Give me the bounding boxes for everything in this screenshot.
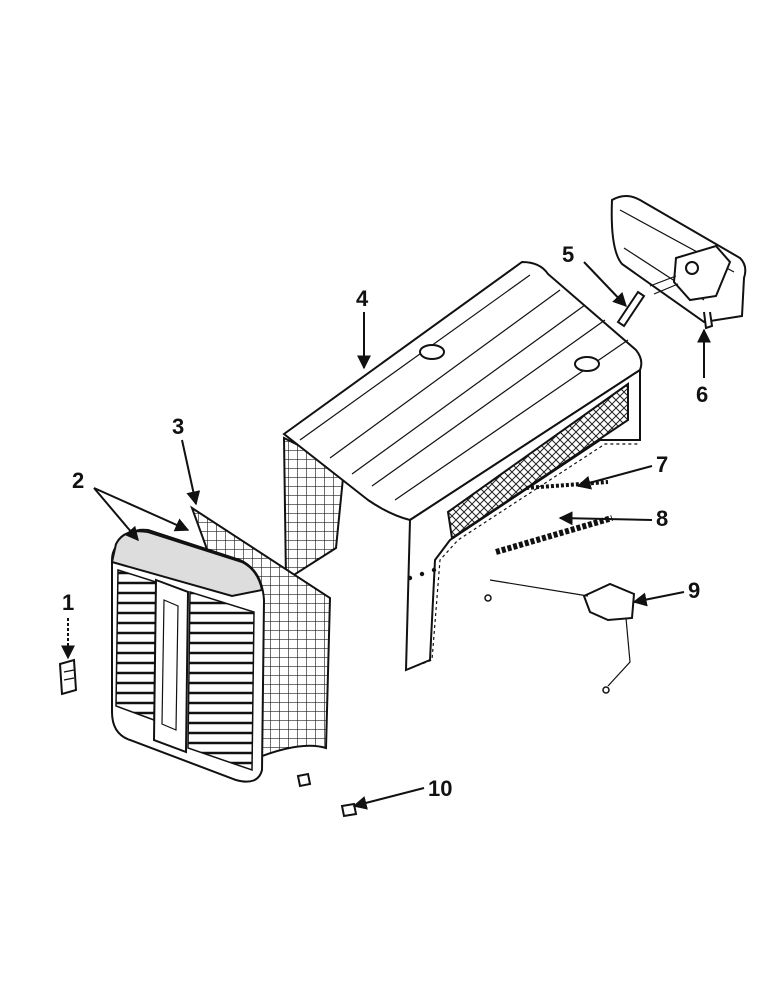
- upper-strip-part: [525, 480, 609, 490]
- hood-hole-rear: [574, 356, 600, 372]
- clip-part: [58, 658, 78, 696]
- hood-bottom-edge: [405, 443, 640, 671]
- grille-top-cap: [110, 530, 264, 598]
- rear-panel-hub: [672, 244, 732, 302]
- callout-6: 6: [696, 382, 708, 407]
- callout-7: 7: [656, 452, 668, 477]
- spacer-block-part-b: [340, 802, 358, 818]
- callout-1: 1: [62, 590, 74, 615]
- rear-panel-part: [610, 195, 747, 330]
- pin-part: [616, 290, 646, 328]
- callout-10: 10: [428, 776, 452, 801]
- callout-8: 8: [656, 506, 668, 531]
- hood-part: [282, 260, 643, 672]
- callout-labels: 1 2 3 4 5 6 7 8 9 10: [62, 242, 708, 801]
- grille-vents-left: [115, 568, 157, 722]
- grille-center-bar: [152, 578, 190, 754]
- leader-lines: [61, 261, 711, 810]
- callout-4: 4: [356, 286, 369, 311]
- callout-3: 3: [172, 414, 184, 439]
- hood-top-surface: [282, 260, 643, 522]
- callout-9: 9: [688, 578, 700, 603]
- lower-strip-part: [495, 515, 613, 555]
- grille-assembly-part: [110, 528, 266, 783]
- bracket-rod-part: [484, 579, 636, 694]
- spacer-block-part-a: [296, 772, 312, 788]
- callout-5: 5: [562, 242, 574, 267]
- grille-vents-right: [187, 590, 255, 772]
- hood-ridge-lines: [299, 274, 629, 501]
- callout-2: 2: [72, 468, 84, 493]
- hood-hole-front: [419, 344, 445, 360]
- hood-louver-opening: [446, 382, 629, 540]
